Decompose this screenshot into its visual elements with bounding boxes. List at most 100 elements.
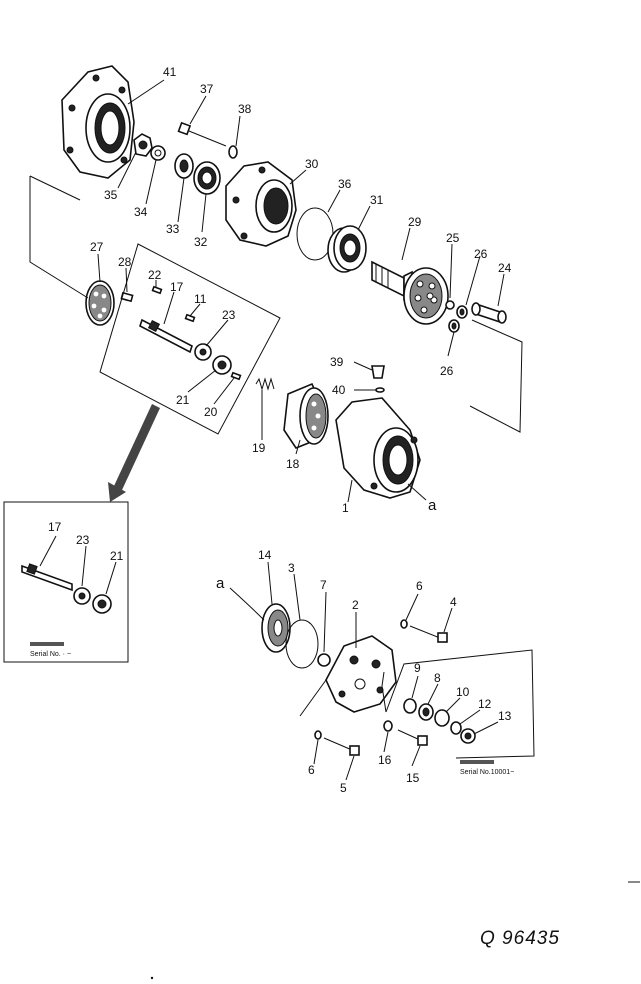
part-15-bolt <box>397 729 428 746</box>
callout-39: 39 <box>330 355 344 369</box>
callout-40: 40 <box>332 383 346 397</box>
callout-4: 4 <box>450 595 457 609</box>
callout-16: 16 <box>378 753 392 767</box>
part-12-ring <box>450 721 462 735</box>
part-7-pin <box>317 653 331 667</box>
part-6-washer-lower <box>314 730 322 740</box>
callout-17-inset: 17 <box>48 520 62 534</box>
part-29-shaft <box>371 260 449 325</box>
callout-21-inset: 21 <box>110 549 124 563</box>
callout-18: 18 <box>286 457 300 471</box>
callout-23: 23 <box>222 308 236 322</box>
callout-41: 41 <box>163 65 177 79</box>
callout-22: 22 <box>148 268 162 282</box>
callout-26-lower: 26 <box>440 364 454 378</box>
callout-6-lower: 6 <box>308 763 315 777</box>
callout-23-inset: 23 <box>76 533 90 547</box>
stray-dot <box>150 976 154 980</box>
callout-21: 21 <box>176 393 190 407</box>
callout-33: 33 <box>166 222 180 236</box>
part-23-sleeve <box>194 343 212 361</box>
inset-left-frame <box>3 501 129 663</box>
part-26-seal-upper <box>456 305 468 319</box>
leader-lines <box>29 79 523 781</box>
callout-35: 35 <box>104 188 118 202</box>
callout-9: 9 <box>414 661 421 675</box>
part-35-nut <box>133 133 153 157</box>
part-31-bearing <box>327 225 367 273</box>
drawing-code: Q 96435 <box>480 928 560 949</box>
inset-part-21-sleeve <box>92 594 112 614</box>
callout-a-lower: a <box>216 575 225 592</box>
callout-26-upper: 26 <box>474 247 488 261</box>
callout-a-upper: a <box>428 497 437 514</box>
part-6-washer-upper <box>400 619 408 629</box>
callout-25: 25 <box>446 231 460 245</box>
callout-3: 3 <box>288 561 295 575</box>
callout-7: 7 <box>320 578 327 592</box>
part-4-bolt <box>409 625 448 643</box>
part-10-ring <box>434 709 450 727</box>
callout-20: 20 <box>204 405 218 419</box>
callout-5: 5 <box>340 781 347 795</box>
callout-28: 28 <box>118 255 132 269</box>
part-1-housing <box>335 397 421 499</box>
callout-11: 11 <box>194 292 207 306</box>
part-17-spool <box>139 318 193 354</box>
part-3-o-ring <box>285 619 319 669</box>
part-5-bolt <box>323 737 360 756</box>
inset-right-frame <box>385 649 535 759</box>
callout-24: 24 <box>498 261 512 275</box>
group-bracket-17-23 <box>99 243 281 435</box>
callout-8: 8 <box>434 671 441 685</box>
part-34-lock-washer <box>150 145 166 161</box>
serial-label-left: Serial No. · ~ <box>30 651 71 658</box>
inset-part-17-spool <box>21 563 73 592</box>
part-27-valve-plate <box>85 280 115 326</box>
part-22-pin <box>151 285 163 295</box>
part-16-washer <box>383 720 393 732</box>
callout-38: 38 <box>238 102 252 116</box>
part-18-cylinder-block <box>283 382 329 449</box>
callout-labels: 41 37 38 30 36 31 29 25 26 24 26 35 34 3… <box>48 65 512 795</box>
part-8-seal <box>418 703 434 721</box>
serial-note-left: Serial No. · ~ <box>30 642 71 658</box>
callout-15: 15 <box>406 771 420 785</box>
part-25-ball <box>445 300 455 310</box>
part-11-pin <box>184 313 196 323</box>
callout-32: 32 <box>194 235 208 249</box>
part-41-cover <box>61 65 135 179</box>
part-38-washer <box>228 145 238 159</box>
callout-14: 14 <box>258 548 272 562</box>
callout-27: 27 <box>90 240 104 254</box>
serial-label-right: Serial No.10001~ <box>460 769 514 776</box>
callout-30: 30 <box>305 157 319 171</box>
inset-part-23-sleeve <box>73 587 91 605</box>
callout-10: 10 <box>456 685 470 699</box>
part-2-valve-cover <box>325 635 397 713</box>
callout-37: 37 <box>200 82 214 96</box>
part-37-bolt <box>177 121 227 147</box>
callout-2: 2 <box>352 598 359 612</box>
part-20-pin <box>230 371 242 381</box>
part-26-seal-lower <box>448 319 460 333</box>
serial-note-right: Serial No.10001~ <box>460 760 514 776</box>
part-40-o-ring <box>375 387 385 393</box>
part-19-spring <box>255 377 275 391</box>
callout-17: 17 <box>170 280 184 294</box>
part-9-seal <box>403 698 417 714</box>
callout-6-upper: 6 <box>416 579 423 593</box>
callout-19: 19 <box>252 441 266 455</box>
part-33-collar <box>174 153 194 179</box>
part-21-sleeve <box>212 355 232 375</box>
part-30-carrier <box>225 161 297 247</box>
callout-1: 1 <box>342 501 349 515</box>
part-32-bearing <box>193 161 221 195</box>
callout-29: 29 <box>408 215 422 229</box>
callout-34: 34 <box>134 205 148 219</box>
callout-13: 13 <box>498 709 512 723</box>
part-39-plug <box>371 365 385 379</box>
part-14-plate <box>261 603 291 653</box>
